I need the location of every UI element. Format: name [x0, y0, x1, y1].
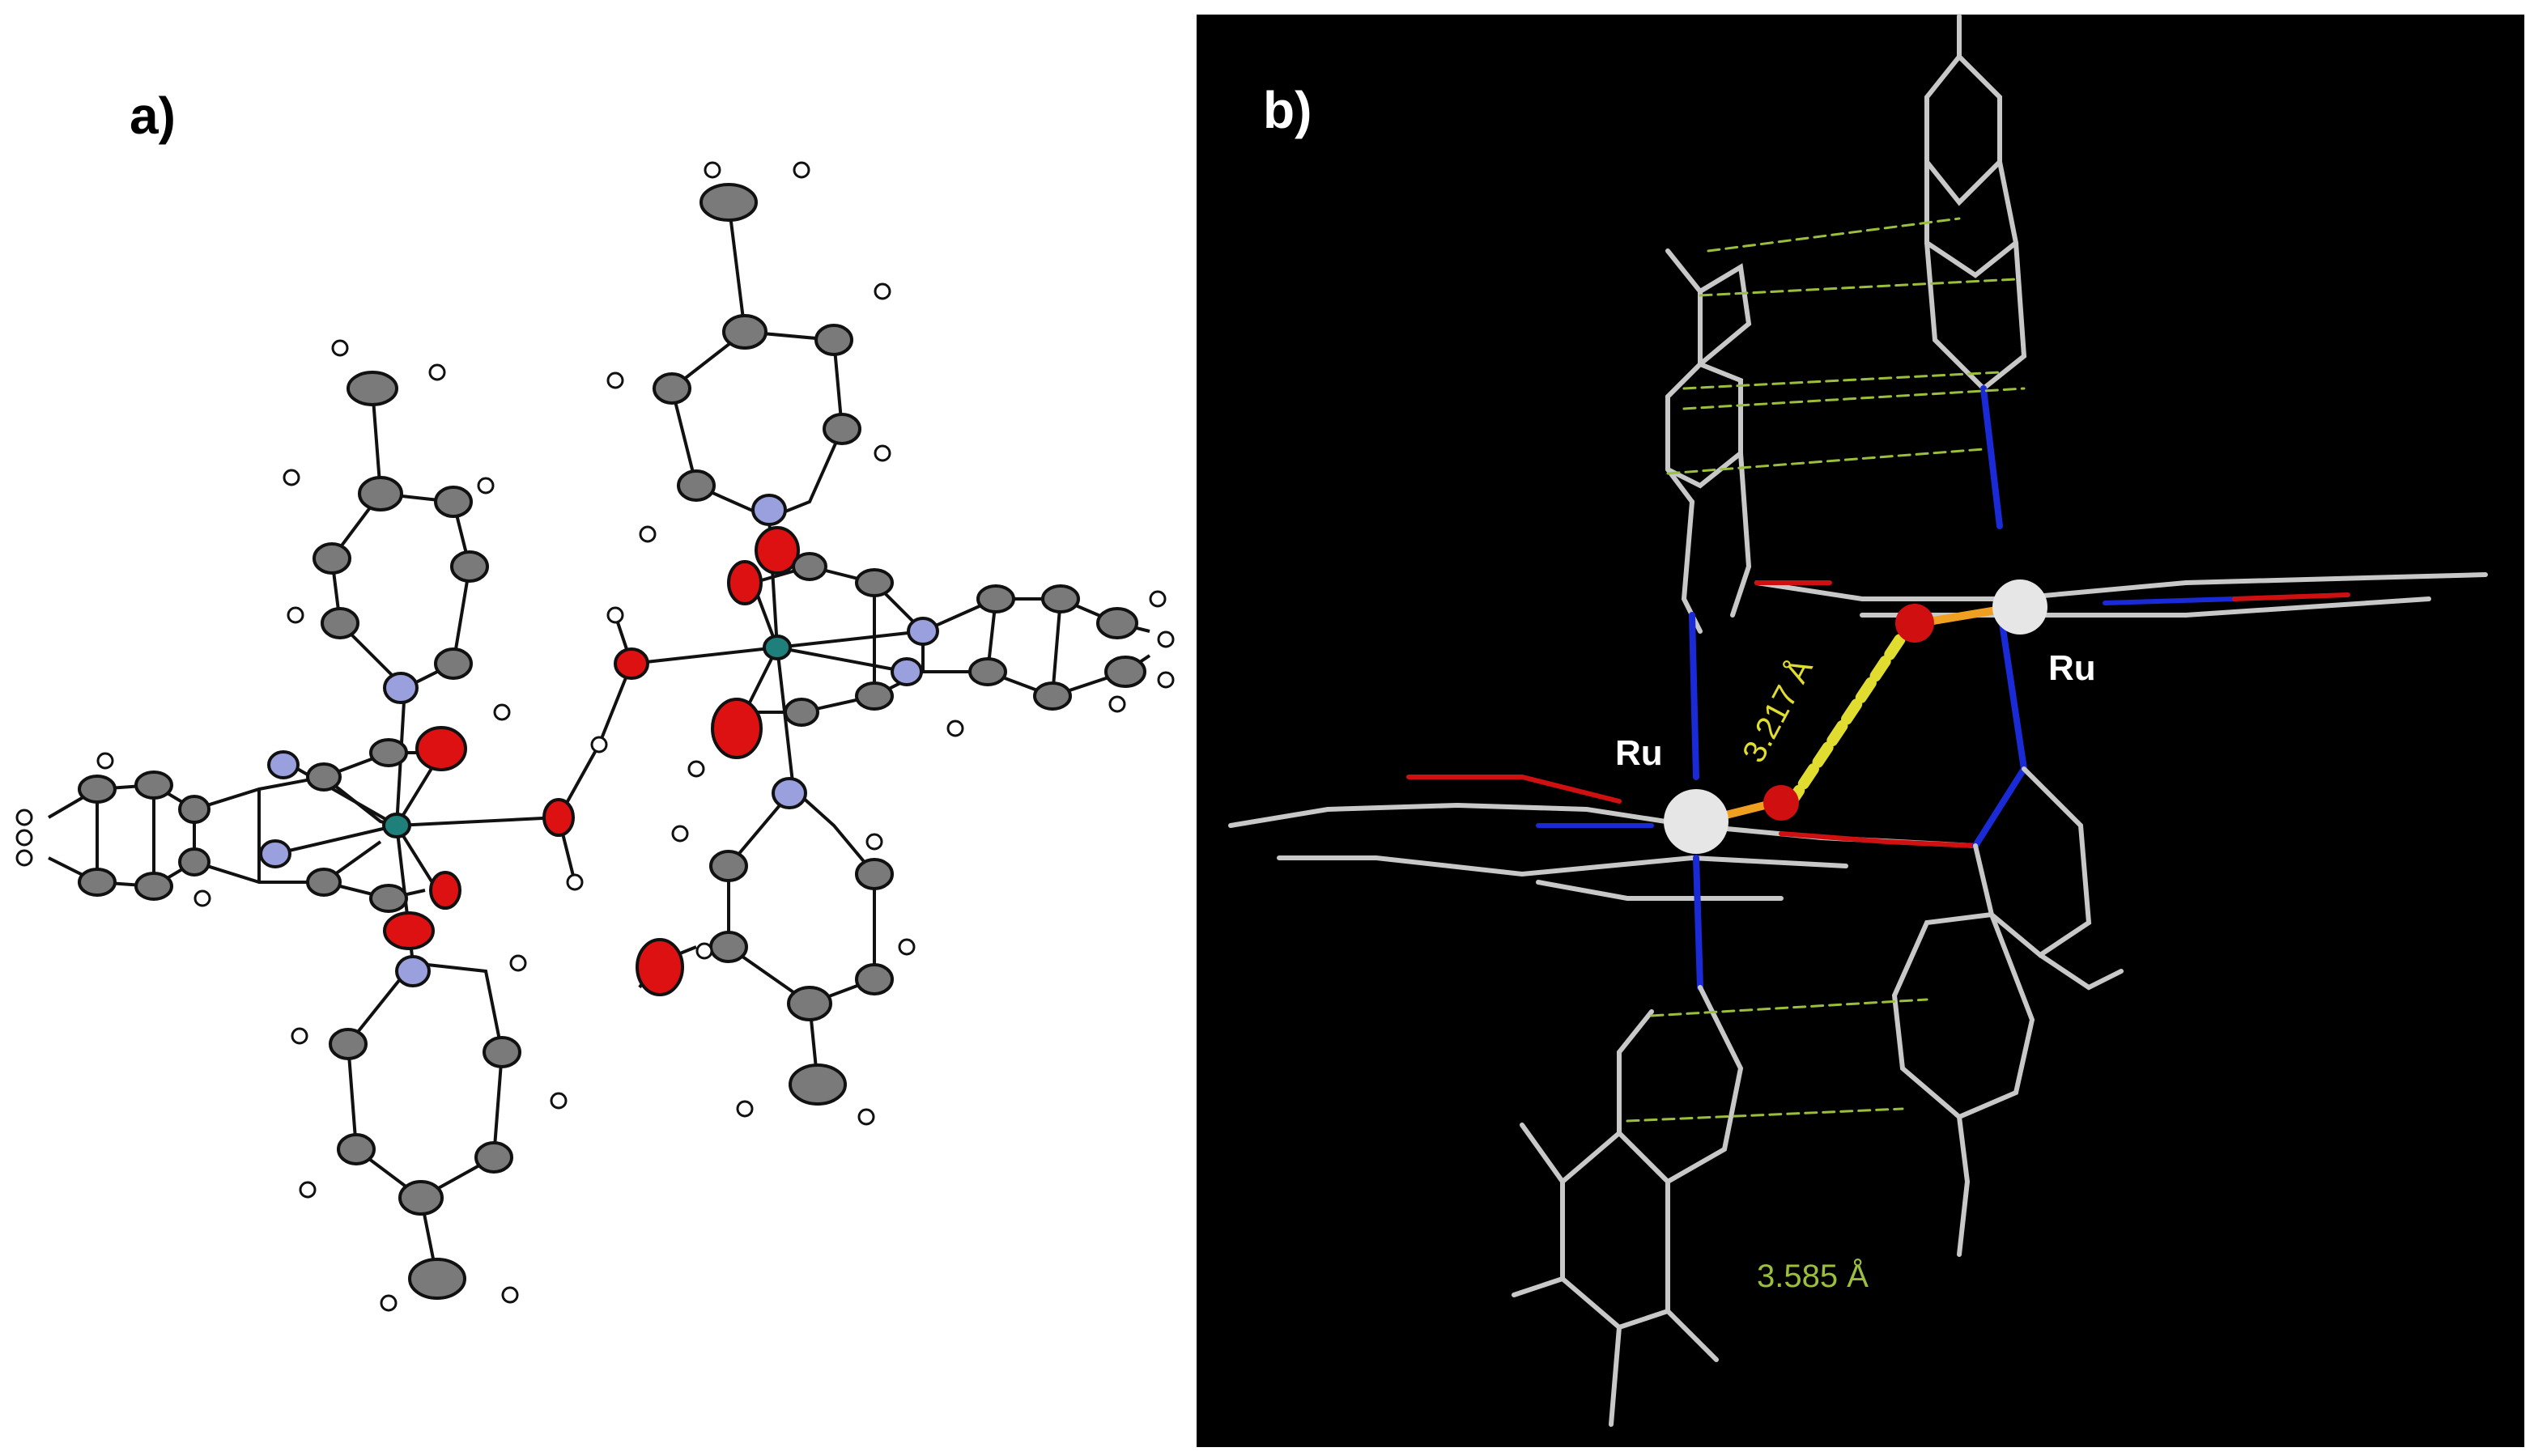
oxygen-atom	[727, 560, 763, 605]
ruthenium-atom	[382, 813, 411, 838]
lower-stacked-rings	[1512, 766, 2124, 1427]
pi-stacking-lines-upper	[1666, 217, 2026, 475]
nitrogen-atom	[772, 777, 807, 809]
nitrogen-atom	[395, 955, 431, 987]
carbon-atoms	[78, 183, 1146, 1300]
pi-stacking-lines-lower	[1626, 998, 1928, 1123]
panel-b-background	[1197, 15, 2524, 1447]
oxygen-atom	[614, 647, 649, 680]
oxygen-atom	[636, 938, 684, 996]
ruthenium-sphere-left	[1664, 789, 1728, 854]
ruthenium-sphere-right	[1992, 579, 2047, 635]
oxygen-atom	[415, 726, 467, 771]
ruthenium-atom	[763, 635, 792, 660]
oxygen-atom	[755, 526, 800, 575]
atoms-panel-a	[15, 161, 1175, 1312]
nitrogen-atom	[383, 672, 419, 704]
ru-label-left: Ru	[1615, 733, 1663, 773]
oxygen-sphere	[1895, 604, 1934, 643]
nitrogen-atom	[751, 494, 787, 526]
panel-a-label: a)	[130, 87, 176, 145]
lower-left-plane-ligand	[1228, 775, 1978, 901]
hydrogen-atoms	[15, 161, 1175, 1312]
hydrogen-bond-line	[1784, 618, 1916, 811]
stacking-distance-label: 3.585 Å	[1757, 1258, 1869, 1294]
right-equatorial-ligand	[745, 564, 1151, 714]
atoms-panel-b	[1664, 579, 2047, 854]
nitrogen-atom	[259, 839, 291, 868]
nitrogen-atom	[907, 617, 939, 646]
nitrogen-atom	[891, 657, 923, 686]
ru-label-right: Ru	[2048, 648, 2096, 688]
oxygen-sphere	[1763, 785, 1799, 821]
panel-a: a)	[15, 87, 1175, 1312]
panel-b-label: b)	[1263, 81, 1312, 139]
oxygen-atom	[383, 911, 435, 950]
nitrogen-atom	[267, 750, 300, 779]
oxygen-atom	[711, 698, 763, 759]
oxygen-atom	[429, 871, 461, 910]
oxygen-atom	[542, 798, 575, 837]
panel-b: b)	[1197, 14, 2524, 1447]
